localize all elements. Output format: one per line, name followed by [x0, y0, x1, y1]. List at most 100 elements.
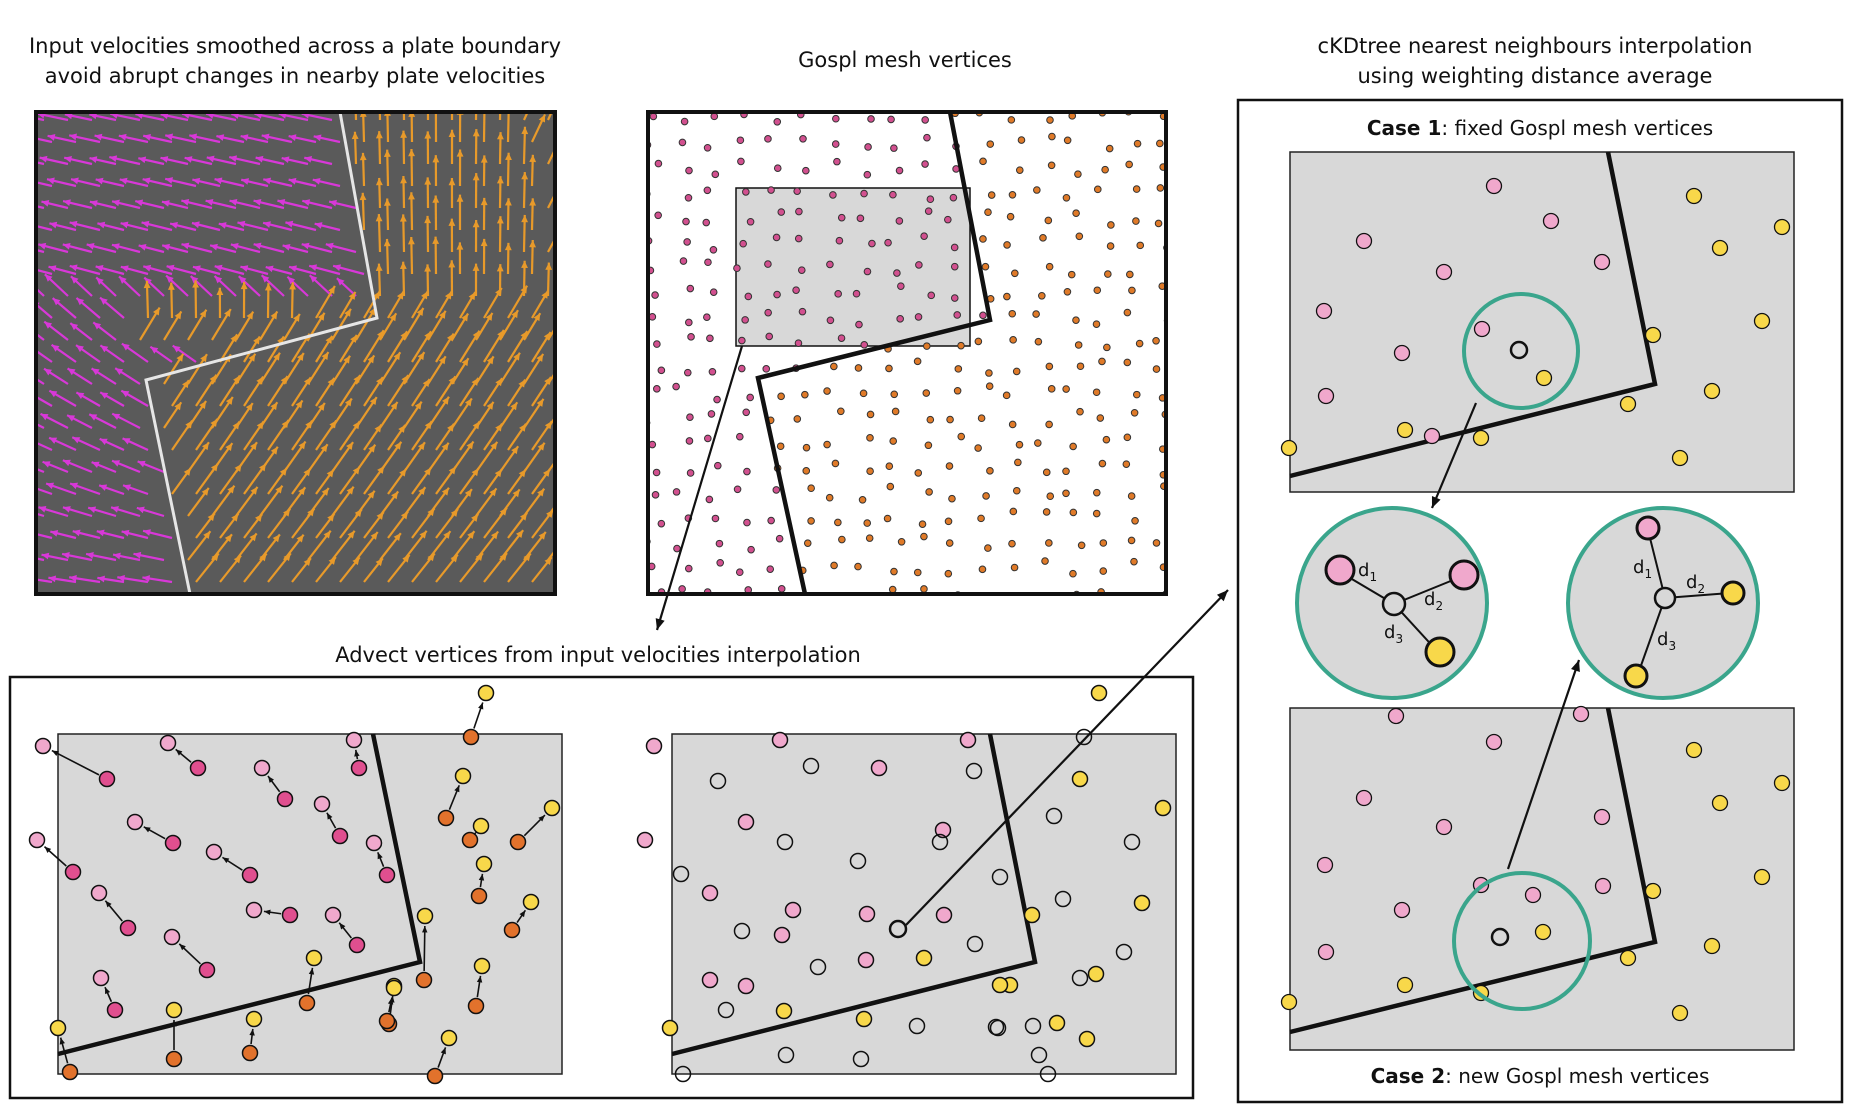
velocity-arrow-head — [136, 506, 145, 514]
velocity-arrow-head — [563, 159, 569, 167]
velocity-arrow-head — [538, 531, 546, 540]
velocity-arrow-shaft — [36, 467, 45, 474]
velocity-arrow-head — [234, 464, 242, 472]
velocity-arrow-head — [89, 414, 98, 421]
velocity-arrow-head — [557, 223, 563, 231]
case2-vertex — [1485, 733, 1503, 751]
velocity-arrow-head — [346, 486, 354, 495]
velocity-arrow-head — [383, 149, 391, 157]
case1-vertex — [1472, 429, 1490, 447]
velocity-arrow-head — [94, 133, 103, 141]
mesh-vertex-pink — [747, 545, 755, 554]
velocity-arrow-head — [210, 243, 218, 251]
mesh-vertex-orange — [1047, 385, 1056, 393]
velocity-arrow-head — [472, 263, 480, 271]
velocity-arrow-head — [467, 531, 475, 539]
velocity-arrow-head — [516, 530, 524, 538]
velocity-arrow-head — [182, 380, 189, 389]
plate-boundary-line — [144, 112, 379, 594]
velocity-arrow-head — [270, 311, 278, 320]
velocity-arrow-head — [203, 531, 211, 539]
velocity-arrow-head — [495, 287, 502, 296]
velocity-arrow-head — [89, 156, 98, 163]
velocity-arrow-head — [44, 274, 53, 282]
new-mesh-vertex — [1054, 890, 1072, 908]
velocity-arrow-head — [119, 276, 127, 284]
mesh-vertex-orange — [1104, 270, 1112, 278]
advect-origin-vertex — [426, 1067, 444, 1085]
mesh-vertex-orange — [854, 562, 862, 571]
mesh-vertex-pink — [860, 341, 869, 349]
case2-vertex — [1280, 993, 1298, 1011]
velocity-arrow-shaft — [556, 421, 576, 450]
velocity-arrow-head — [536, 398, 544, 407]
velocity-arrow-head — [174, 402, 182, 411]
velocity-arrow-head — [408, 192, 415, 200]
velocity-arrow-head — [303, 558, 311, 567]
zoom-case2-neighbour-1 — [1635, 515, 1661, 541]
velocity-arrow-head — [100, 392, 109, 399]
velocity-arrow-head — [184, 156, 193, 163]
velocity-arrow-head — [475, 553, 483, 561]
velocity-arrow-head — [40, 413, 49, 421]
velocity-arrow-head — [63, 199, 71, 207]
mesh-vertex-pink — [764, 308, 772, 317]
advect-arrow-head — [105, 900, 112, 908]
velocity-arrow-head — [86, 242, 95, 250]
case2-vertex — [1435, 818, 1453, 836]
case2-vertex — [1393, 901, 1411, 919]
velocity-arrow-head — [91, 461, 100, 469]
mesh-vertex-orange — [1122, 460, 1131, 468]
mesh-vertex-pink — [860, 189, 868, 198]
velocity-arrow-head — [369, 397, 377, 406]
velocity-arrow-head — [69, 133, 77, 141]
mesh-vertex-pink — [915, 261, 923, 269]
mesh-vertex-pink — [733, 264, 741, 273]
advect-target-vertex — [205, 843, 223, 861]
mesh-vertex-orange — [1098, 357, 1106, 366]
mesh-vertex-pink — [833, 157, 841, 166]
velocity-arrow-head — [210, 463, 218, 472]
velocity-arrow-shaft — [36, 161, 45, 166]
mesh-vertex-orange — [1101, 165, 1109, 174]
velocity-arrow-head — [165, 133, 174, 141]
velocity-arrow-head — [143, 529, 151, 536]
velocity-arrow-head — [256, 421, 264, 430]
mesh-vertex-orange — [888, 585, 897, 594]
advect-origin-vertex — [437, 809, 455, 827]
velocity-arrow-head — [303, 377, 311, 386]
mesh-vertex-pink — [767, 516, 775, 525]
velocity-arrow-head — [49, 390, 58, 398]
mesh-vertex-orange — [883, 514, 892, 523]
velocity-arrow-head — [544, 557, 552, 565]
mesh-vertex-pink — [831, 140, 840, 148]
velocity-arrow-head — [328, 557, 336, 565]
advect-target-vertex — [416, 907, 434, 925]
velocity-arrow-head — [261, 133, 270, 141]
mesh-vertex-orange — [1038, 291, 1046, 300]
zoom-case2-link-1 — [1647, 529, 1666, 599]
mesh-vertex-pink — [736, 136, 745, 145]
velocity-arrow-head — [533, 313, 541, 322]
velocity-arrow-head — [49, 437, 58, 444]
velocity-arrow-head — [480, 238, 488, 247]
velocity-arrow-head — [521, 172, 529, 180]
velocity-arrow-head — [544, 421, 552, 430]
new-mesh-vertex — [1024, 1017, 1042, 1035]
mesh-vertex-pink — [707, 410, 716, 418]
case1-boundary — [1289, 151, 1658, 479]
advect-target-vertex — [163, 928, 181, 946]
velocity-arrow-head — [427, 508, 435, 517]
velocity-arrow-head — [69, 574, 77, 582]
mesh-vertex-orange — [1123, 433, 1132, 442]
case1-vertex — [1435, 263, 1453, 281]
mesh-vertex-pink — [856, 214, 865, 223]
velocity-arrow-head — [121, 390, 130, 398]
velocity-arrow-head — [375, 131, 383, 139]
velocity-arrow-head — [15, 460, 23, 466]
mesh-vertex-orange — [897, 537, 906, 546]
mesh-vertex-orange — [777, 392, 785, 401]
velocity-arrow-shaft — [556, 555, 577, 582]
advected-vertex — [1133, 894, 1151, 912]
velocity-arrow-head — [569, 466, 576, 474]
